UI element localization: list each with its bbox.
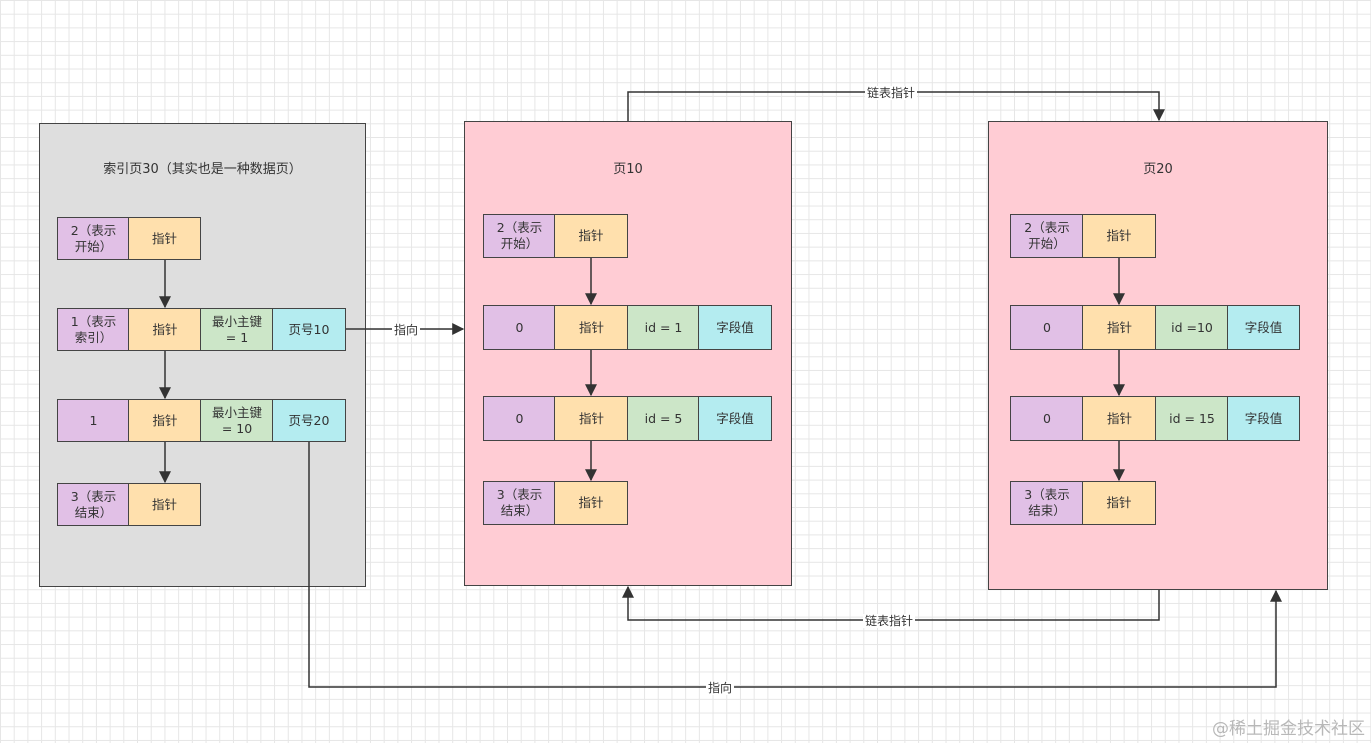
label-to-page20: 指向 xyxy=(706,681,735,695)
page10-row-2-id: id = 1 xyxy=(627,305,700,350)
page10-row-4-type: 3（表示 结束） xyxy=(483,481,556,525)
page20-row-4-pointer: 指针 xyxy=(1082,481,1156,525)
page20-row-1-pointer: 指针 xyxy=(1082,214,1156,258)
arrow-to-page20 xyxy=(308,442,1282,688)
page20-row-2-fields: 字段值 xyxy=(1227,305,1300,350)
index-row-4-pointer: 指针 xyxy=(128,483,201,526)
index-row-2-type: 1（表示 索引） xyxy=(57,308,130,351)
page10-title: 页10 xyxy=(613,162,643,177)
page10-row-3-id: id = 5 xyxy=(627,396,700,441)
index-row-2-min-key: 最小主键 = 1 xyxy=(200,308,274,351)
page20-row-2-type: 0 xyxy=(1010,305,1084,350)
page10-row-2-type: 0 xyxy=(483,305,556,350)
page10-row-2-fields: 字段值 xyxy=(698,305,772,350)
page10-row-3-type: 0 xyxy=(483,396,556,441)
page10-row-3-pointer: 指针 xyxy=(554,396,629,441)
label-link-bottom: 链表指针 xyxy=(863,614,916,628)
page20-row-3-type: 0 xyxy=(1010,396,1084,441)
index-page-title: 索引页30（其实也是一种数据页） xyxy=(103,162,302,177)
index-row-2-page-no: 页号10 xyxy=(272,308,346,351)
page20-row-4-type: 3（表示 结束） xyxy=(1010,481,1084,525)
page10-row-2-pointer: 指针 xyxy=(554,305,629,350)
index-row-2-pointer: 指针 xyxy=(128,308,202,351)
label-to-page10: 指向 xyxy=(392,323,421,337)
page10-row-4-pointer: 指针 xyxy=(554,481,628,525)
index-row-4-type: 3（表示 结束） xyxy=(57,483,130,526)
page20-row-3-fields: 字段值 xyxy=(1227,396,1300,441)
index-row-1-pointer: 指针 xyxy=(128,217,201,260)
page10-row-3-fields: 字段值 xyxy=(698,396,772,441)
page20-row-1-type: 2（表示 开始） xyxy=(1010,214,1084,258)
index-row-3-page-no: 页号20 xyxy=(272,399,346,442)
index-row-1-type: 2（表示 开始） xyxy=(57,217,130,260)
index-row-3-pointer: 指针 xyxy=(128,399,202,442)
page10-row-1-pointer: 指针 xyxy=(554,214,628,258)
page20-row-2-id: id =10 xyxy=(1155,305,1229,350)
watermark: @稀土掘金技术社区 xyxy=(1212,719,1365,739)
label-link-top: 链表指针 xyxy=(865,86,918,100)
page10-row-1-type: 2（表示 开始） xyxy=(483,214,556,258)
page20-row-3-pointer: 指针 xyxy=(1082,396,1157,441)
page20-row-2-pointer: 指针 xyxy=(1082,305,1157,350)
page20-title: 页20 xyxy=(1143,162,1173,177)
page20-row-3-id: id = 15 xyxy=(1155,396,1229,441)
